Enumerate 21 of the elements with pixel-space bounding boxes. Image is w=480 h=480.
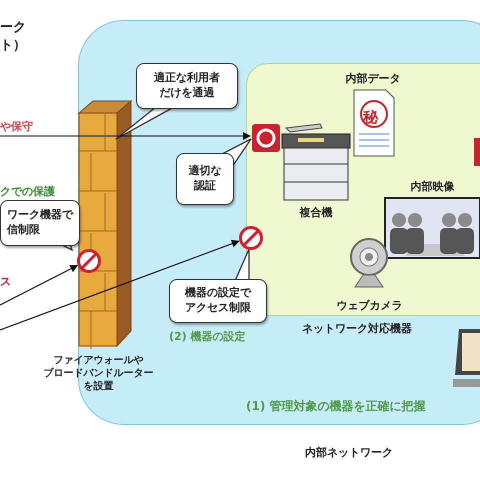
label-text: (1) 管理対象の機器を正確に把握	[246, 398, 426, 415]
edge-label: や保守	[0, 119, 33, 134]
section-heading: (2) 機器の設定	[169, 329, 246, 344]
arrow	[0, 132, 251, 140]
section-heading: クでの保護	[0, 184, 55, 199]
prohibited-icon	[239, 226, 263, 250]
node-label: ファイアウォールやブロードバンドルーターを設置	[42, 354, 154, 393]
label-text: ト）	[0, 37, 26, 54]
prohibited-icon	[77, 249, 101, 273]
stamp-text: 秘	[363, 110, 378, 125]
sign-icon	[474, 138, 480, 166]
arrow	[0, 240, 240, 331]
arrow	[0, 264, 78, 306]
node-label: 内部データ	[344, 72, 402, 86]
node-label: 内部映像	[410, 180, 456, 194]
panel-title: ネットワーク対応機器	[301, 322, 413, 336]
panel-title: 内部ネットワーク	[304, 446, 394, 460]
node-label: ウェブカメラ	[336, 299, 404, 314]
label-text: ーク	[0, 19, 26, 36]
label-text: ス	[0, 274, 11, 289]
node-label: 複合機	[298, 206, 334, 220]
